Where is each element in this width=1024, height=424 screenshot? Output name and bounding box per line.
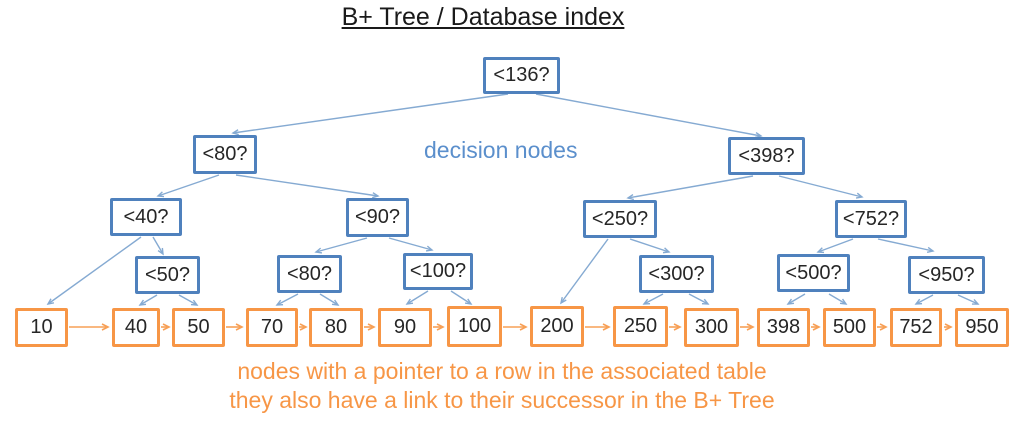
edge-250-leaf200	[559, 238, 609, 305]
edge-398-752	[778, 175, 864, 199]
decision-node-90: <90?	[346, 198, 409, 237]
edge-40-50	[152, 236, 164, 256]
decision-node-300: <300?	[639, 255, 714, 293]
leaf-node-50: 50	[172, 308, 225, 347]
decision-node-500: <500?	[777, 254, 850, 292]
decision-nodes-label: decision nodes	[424, 137, 578, 163]
decision-node-80: <80?	[193, 135, 257, 174]
edge-50-leaf40	[138, 294, 158, 306]
diagram-title: B+ Tree / Database index	[341, 3, 625, 31]
leaf-caption-line2: they also have a link to their successor…	[229, 387, 775, 413]
leaf-caption-line1: nodes with a pointer to a row in the ass…	[237, 358, 767, 384]
edge-950-leaf950	[957, 294, 980, 305]
decision-node-950: <950?	[908, 256, 985, 294]
edge-950-leaf752	[914, 294, 934, 305]
edge-250-300	[629, 238, 671, 254]
edge-90-80b	[314, 237, 368, 254]
decision-node-100: <100?	[403, 253, 473, 290]
leaf-node-80: 80	[309, 308, 363, 347]
edge-136-398	[535, 93, 763, 139]
edge-80b-leaf80	[319, 293, 340, 306]
edge-50-leaf50	[178, 294, 199, 306]
edge-80b-leaf70	[275, 293, 299, 306]
decision-edges-group	[46, 93, 980, 306]
leaf-node-40: 40	[112, 308, 160, 347]
decision-node-136: <136?	[483, 57, 560, 94]
decision-node-250: <250?	[583, 200, 657, 238]
leaf-node-500: 500	[823, 308, 876, 347]
leaf-node-398: 398	[757, 308, 810, 347]
edge-300-leaf250	[642, 293, 664, 305]
edge-90-100	[388, 237, 434, 252]
leaf-node-300: 300	[684, 308, 739, 347]
edge-500-leaf500	[828, 293, 848, 305]
leaf-node-250: 250	[613, 306, 668, 347]
edge-752-950	[877, 238, 935, 253]
edge-80-40	[156, 174, 220, 198]
edge-100-leaf100	[450, 290, 473, 305]
decision-node-40: <40?	[110, 198, 182, 236]
edge-136-80	[231, 93, 509, 136]
edge-80-90	[235, 174, 380, 199]
leaf-node-90: 90	[378, 308, 432, 347]
edge-500-leaf398	[786, 293, 806, 305]
decision-node-80b: <80?	[277, 255, 342, 293]
leaf-node-950: 950	[955, 308, 1009, 347]
leaf-node-70: 70	[246, 308, 298, 347]
edge-100-leaf90	[405, 290, 429, 305]
decision-node-50: <50?	[135, 256, 200, 294]
leaf-node-200: 200	[530, 306, 584, 347]
leaf-node-10: 10	[15, 308, 68, 347]
edge-300-leaf300	[688, 293, 710, 305]
leaf-node-100: 100	[447, 306, 502, 347]
edge-398-250	[626, 175, 754, 201]
decision-node-398: <398?	[728, 137, 805, 175]
decision-node-752: <752?	[835, 200, 907, 238]
edge-40-leaf10	[46, 236, 142, 305]
edge-752-500	[816, 238, 854, 254]
leaf-node-752: 752	[890, 308, 942, 347]
